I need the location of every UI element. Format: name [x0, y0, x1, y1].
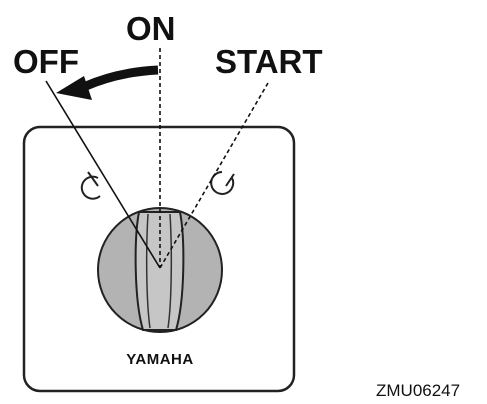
- brand-label: YAMAHA: [126, 351, 193, 368]
- ignition-knob: [97, 207, 223, 333]
- label-off: OFF: [13, 43, 79, 80]
- start-position-line: [159, 82, 269, 269]
- key-off-symbol-icon: [80, 171, 101, 200]
- label-start: START: [215, 43, 323, 80]
- figure-code: ZMU06247: [376, 381, 460, 400]
- label-on: ON: [126, 10, 176, 47]
- rotation-arrow-icon: [56, 65, 159, 100]
- off-position-line: [45, 80, 161, 269]
